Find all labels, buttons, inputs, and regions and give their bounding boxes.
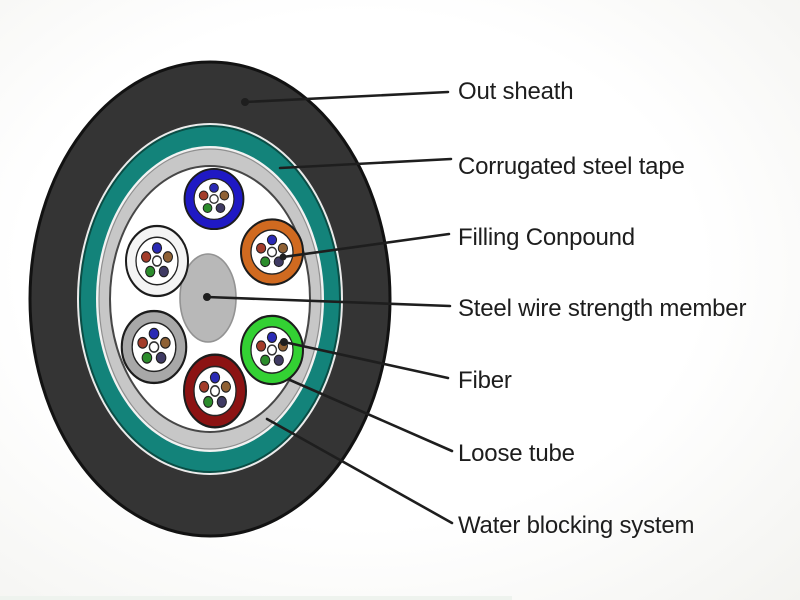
fiber-dot (273, 354, 284, 366)
leader-line-out-sheath (243, 90, 450, 104)
fiber-dot-center (151, 255, 163, 267)
fiber-dot (158, 265, 169, 278)
fiber-dot (266, 331, 278, 343)
fiber-dot (260, 354, 271, 366)
fiber-dot (145, 265, 156, 278)
leader-dot-out-sheath (241, 98, 249, 106)
fiber-dot (277, 242, 288, 254)
leader-line-filling-compound (281, 232, 451, 259)
label-filling-compound: Filling Conpound (458, 224, 635, 251)
fiber-dot (148, 327, 160, 340)
label-out-sheath: Out sheath (458, 78, 574, 105)
fiber-dot-center (266, 246, 278, 258)
leader-line-corrugated-steel-tape (278, 157, 453, 170)
fiber-dot (215, 203, 226, 213)
fiber-dot (141, 351, 153, 364)
loose-tube-white (125, 224, 189, 298)
fiber-dot (256, 242, 267, 254)
fiber-dot (219, 190, 230, 201)
leader-line-fiber (282, 340, 450, 380)
fiber-dot (151, 242, 163, 254)
fiber-dot (137, 336, 148, 349)
leader-line-steel-wire-strength-member (205, 295, 452, 308)
fiber-dot (220, 380, 231, 393)
label-water-blocking-system: Water blocking system (458, 512, 695, 539)
fiber-dot-center (266, 344, 278, 356)
loose-tube-orange (240, 218, 304, 286)
label-loose-tube: Loose tube (458, 440, 575, 467)
bottom-edge-tint (0, 596, 512, 600)
leader-dot-filling-compound (279, 253, 287, 261)
fiber-dot (260, 256, 271, 268)
leader-dot-steel-wire (203, 293, 211, 301)
fiber-dot (155, 351, 167, 364)
loose-tube-gray (120, 309, 188, 385)
fiber-dot (216, 395, 227, 408)
label-corrugated-steel-tape: Corrugated steel tape (458, 153, 685, 180)
loose-tube-dark-red (183, 353, 247, 429)
fiber-dot (209, 371, 221, 384)
leader-line-water-blocking-system (265, 417, 454, 525)
fiber-dot (162, 251, 173, 263)
fiber-dot (209, 182, 219, 193)
fiber-dot-center (209, 194, 219, 204)
loose-tube-blue (183, 167, 245, 231)
leader-line-loose-tube (288, 378, 454, 453)
fiber-dot (203, 395, 214, 408)
fiber-dot (256, 340, 267, 352)
leader-dot-fiber (280, 338, 288, 346)
fiber-dot-center (209, 385, 221, 397)
fiber-dot-center (148, 341, 160, 353)
fiber-dot (198, 190, 209, 201)
fiber-dot (141, 251, 152, 263)
fiber-dot (199, 380, 210, 393)
label-steel-wire-strength-member: Steel wire strength member (458, 295, 747, 322)
fiber-dot (202, 203, 213, 213)
label-fiber: Fiber (458, 367, 512, 394)
loose-tube-green (240, 314, 304, 386)
fiber-dot (160, 336, 171, 349)
fiber-dot (266, 234, 278, 246)
